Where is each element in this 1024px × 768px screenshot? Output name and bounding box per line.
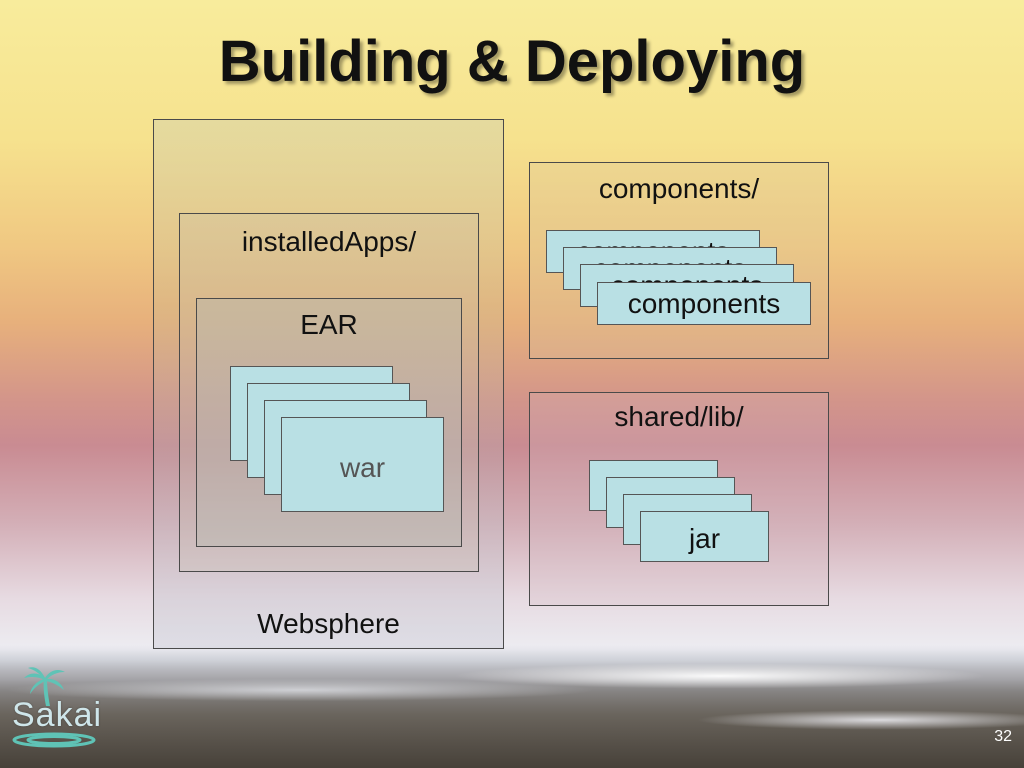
shared-lib-label: shared/lib/: [614, 401, 744, 432]
components-card: components: [597, 282, 811, 325]
slide-title: Building & Deploying: [218, 29, 806, 94]
page-number: 32: [994, 728, 1012, 745]
installed-apps-label: installedApps/: [241, 226, 417, 257]
palm-tree-icon: [12, 667, 96, 748]
jar-card: jar: [640, 511, 769, 562]
components-dir-label: components/: [598, 173, 760, 204]
war-card-label: war: [339, 452, 386, 483]
sakai-logo: Sakai: [10, 666, 105, 752]
beach-background: [0, 650, 1024, 768]
war-card: war: [281, 417, 444, 512]
websphere-label: Websphere: [257, 608, 400, 639]
logo-text: Sakai: [12, 696, 103, 734]
ear-label: EAR: [300, 309, 358, 340]
